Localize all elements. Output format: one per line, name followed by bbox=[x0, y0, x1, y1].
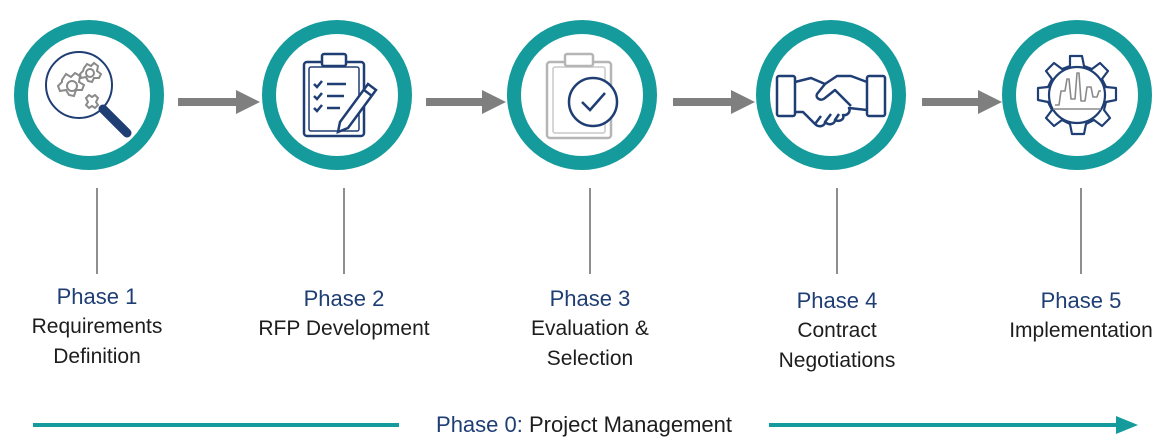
handshake-icon bbox=[775, 74, 887, 128]
phase-4-desc-line2: Negotiations bbox=[778, 349, 896, 372]
arrow-3-4 bbox=[673, 90, 755, 114]
phase-5-label: Phase 5 Implementation bbox=[971, 286, 1173, 346]
arrow-2-3 bbox=[426, 90, 506, 114]
phase-1-circle bbox=[14, 20, 164, 170]
project-management-line-left bbox=[33, 423, 399, 427]
project-management-line-right bbox=[769, 423, 1119, 427]
phase-4-label: Phase 4 Contract Negotiations bbox=[727, 286, 947, 376]
project-management-arrowhead bbox=[1116, 416, 1138, 434]
phase-5-desc-line1: Implementation bbox=[1009, 319, 1153, 342]
phase-2-desc-line1: RFP Development bbox=[258, 317, 430, 340]
phase-4-stem bbox=[836, 188, 838, 274]
phase-1-label: Phase 1 Requirements Definition bbox=[0, 282, 207, 372]
phase-3-title: Phase 3 bbox=[549, 286, 631, 311]
phase-1-desc-line1: Requirements bbox=[31, 315, 163, 338]
phase-2-label: Phase 2 RFP Development bbox=[234, 284, 454, 344]
project-management-phase: Phase 0: bbox=[436, 412, 523, 437]
phase-3-circle bbox=[507, 20, 657, 170]
phase-5-stem bbox=[1080, 188, 1082, 274]
phase-4-desc-line1: Contract bbox=[797, 319, 877, 342]
gear-chart-icon bbox=[1036, 54, 1118, 136]
phase-5-circle bbox=[1002, 20, 1152, 170]
phase-3-stem bbox=[589, 188, 591, 274]
phase-1-title: Phase 1 bbox=[56, 284, 138, 309]
phase-3-label: Phase 3 Evaluation & Selection bbox=[480, 284, 700, 374]
arrow-1-2 bbox=[178, 90, 260, 114]
phase-1-stem bbox=[96, 188, 98, 274]
phase-1-desc-line2: Definition bbox=[53, 345, 141, 368]
phase-4-title: Phase 4 bbox=[796, 288, 878, 313]
phase-2-circle bbox=[262, 20, 412, 170]
phase-3-desc-line2: Selection bbox=[546, 347, 634, 370]
arrow-4-5 bbox=[922, 90, 1002, 114]
clipboard-checkmark-icon bbox=[545, 52, 619, 140]
phase-2-title: Phase 2 bbox=[303, 286, 385, 311]
phase-3-desc-line1: Evaluation & bbox=[531, 317, 649, 340]
phase-4-circle bbox=[756, 20, 906, 170]
project-management-label: Phase 0: Project Management bbox=[399, 410, 769, 440]
project-management-text: Project Management bbox=[528, 412, 732, 437]
clipboard-pencil-icon bbox=[302, 52, 378, 138]
magnifier-gears-icon bbox=[45, 51, 132, 138]
phase-5-title: Phase 5 bbox=[1040, 288, 1122, 313]
phase-2-stem bbox=[343, 188, 345, 274]
